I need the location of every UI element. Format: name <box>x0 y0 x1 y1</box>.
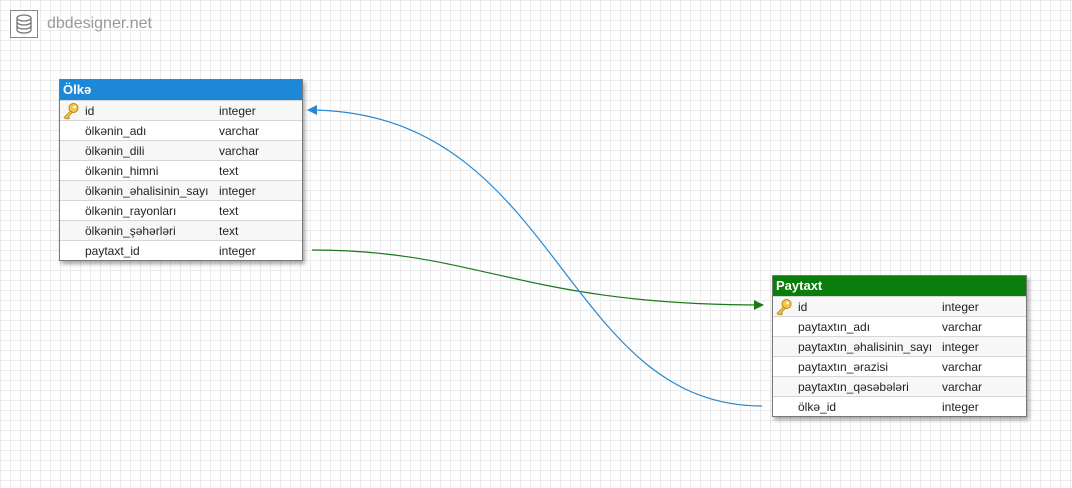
field-row[interactable]: ölkənin_dili varchar <box>60 140 302 160</box>
field-row[interactable]: id integer <box>60 100 302 120</box>
field-row[interactable]: ölkənin_rayonları text <box>60 200 302 220</box>
field-name: paytaxtın_ərazisi <box>798 360 889 374</box>
field-row[interactable]: ölkə_id integer <box>773 396 1026 416</box>
field-name: id <box>798 300 808 314</box>
relation-paytaxt-olke_id-to-olke-id[interactable] <box>307 105 763 407</box>
field-name: ölkənin_dili <box>85 144 145 158</box>
field-row[interactable]: paytaxtın_qəsəbələri varchar <box>773 376 1026 396</box>
database-icon <box>10 10 38 38</box>
field-type: text <box>219 204 239 218</box>
field-type: text <box>219 164 239 178</box>
field-type: integer <box>219 184 256 198</box>
field-name: ölkənin_himni <box>85 164 159 178</box>
field-row[interactable]: ölkənin_əhalisinin_sayı integer <box>60 180 302 200</box>
field-type: varchar <box>219 144 260 158</box>
field-type: integer <box>942 300 979 314</box>
table-paytaxt[interactable]: Paytaxt id integer paytaxtın_adı varchar… <box>772 275 1027 417</box>
field-row[interactable]: ölkənin_şəhərləri text <box>60 220 302 240</box>
relation-olke-paytaxt_id-to-paytaxt-id[interactable] <box>311 249 764 310</box>
field-type: varchar <box>942 360 983 374</box>
field-name: paytaxtın_adı <box>798 320 871 334</box>
table-header[interactable]: Paytaxt <box>773 276 1026 296</box>
field-name: id <box>85 104 95 118</box>
key-icon <box>63 103 79 120</box>
brand-name: dbdesigner.net <box>47 15 152 32</box>
field-row[interactable]: id integer <box>773 296 1026 316</box>
field-name: paytaxt_id <box>85 244 140 258</box>
key-icon <box>776 299 792 316</box>
field-name: paytaxtın_qəsəbələri <box>798 380 909 394</box>
field-name: ölkə_id <box>798 400 837 414</box>
brand-logo[interactable]: dbdesigner.net <box>10 10 152 38</box>
field-name: ölkənin_rayonları <box>85 204 177 218</box>
field-type: integer <box>942 400 979 414</box>
field-type: varchar <box>942 380 983 394</box>
field-row[interactable]: paytaxtın_ərazisi varchar <box>773 356 1026 376</box>
field-type: varchar <box>219 124 260 138</box>
table-header[interactable]: Ölkə <box>60 80 302 100</box>
field-row[interactable]: ölkənin_adı varchar <box>60 120 302 140</box>
table-olke[interactable]: Ölkə id integer ölkənin_adı varchar ölkə… <box>59 79 303 261</box>
field-name: paytaxtın_əhalisinin_sayı <box>798 340 933 354</box>
field-type: integer <box>219 104 256 118</box>
field-type: integer <box>942 340 979 354</box>
field-row[interactable]: paytaxtın_adı varchar <box>773 316 1026 336</box>
field-name: ölkənin_adı <box>85 124 147 138</box>
field-name: ölkənin_əhalisinin_sayı <box>85 184 209 198</box>
field-name: ölkənin_şəhərləri <box>85 224 176 238</box>
field-type: integer <box>219 244 256 258</box>
field-row[interactable]: ölkənin_himni text <box>60 160 302 180</box>
field-type: text <box>219 224 239 238</box>
field-type: varchar <box>942 320 983 334</box>
field-row[interactable]: paytaxt_id integer <box>60 240 302 260</box>
field-row[interactable]: paytaxtın_əhalisinin_sayı integer <box>773 336 1026 356</box>
